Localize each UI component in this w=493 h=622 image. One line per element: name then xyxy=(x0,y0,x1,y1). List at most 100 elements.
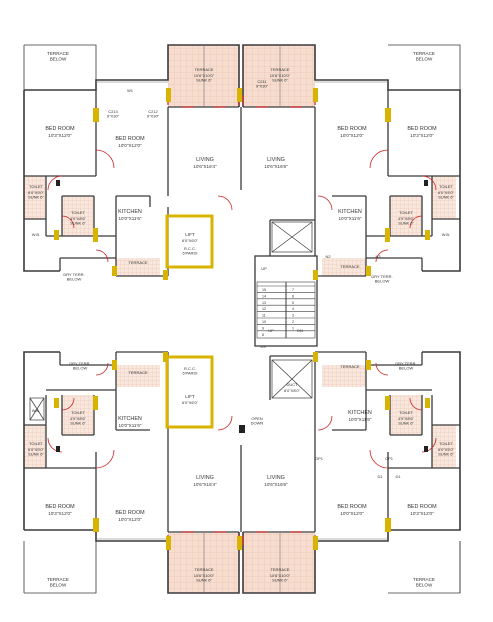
label-wb-tr: W.B. xyxy=(442,232,450,237)
label-dry-terr-bl: DRY TERR.BELOW xyxy=(69,361,90,371)
dry-terr-tile-bl xyxy=(116,365,160,387)
stair-number: 9 xyxy=(262,326,264,330)
label-terrace-dry-tr: TERRACE xyxy=(340,264,359,269)
stair-number: 10 xyxy=(262,320,266,324)
toilet-tile-tl-b xyxy=(62,196,94,236)
toilet-tile-tr-a xyxy=(432,176,456,219)
label-w1: W1 xyxy=(127,88,134,93)
label-bed-size-br-a: 10'0"X12'0" xyxy=(340,511,364,516)
label-lift-bottom: LIFT xyxy=(185,394,195,399)
label-toilet-tl-b: TOILET xyxy=(71,210,85,215)
label-bed-room-tl-a: BED ROOM xyxy=(45,126,75,132)
label-kitchen-size-tl: 10'0"X11'6" xyxy=(118,216,141,221)
label-toilet-size-bl-a: 6'0"X5'0"SUNK 6" xyxy=(28,447,45,457)
label-bed-room-tl-b: BED ROOM xyxy=(115,136,145,142)
stair-number: 15 xyxy=(262,288,266,292)
label-bed-size-tl-b: 10'0"X12'0" xyxy=(118,143,142,148)
staircase xyxy=(256,281,316,339)
label-dry-terr-tl: DRY TERR.BELOW xyxy=(63,272,84,282)
label-stair-dn: DN xyxy=(297,328,303,333)
label-terrace-dry-tl: TERRACE xyxy=(128,260,147,265)
label-kitchen-size-br: 10'0"X11'6" xyxy=(348,417,371,422)
toilet-tile-tr-b xyxy=(390,196,422,236)
label-bed-size-bl-a: 10'3"X12'0" xyxy=(48,511,72,516)
label-dry-terr-tr: DRY TERR.BELOW xyxy=(371,274,392,284)
label-kitchen-tl: KITCHEN xyxy=(118,209,142,215)
stair-number: 6 xyxy=(292,294,294,298)
label-op1-b: OP1 xyxy=(385,456,394,461)
label-toilet-bl-b: TOILET xyxy=(71,410,85,415)
exterior-walls xyxy=(23,44,461,594)
label-terrace-bottom-left-size: 10'6"X10'0"SUNK 6" xyxy=(194,573,215,583)
label-terrace-top-left-size: 10'6"X10'0"SUNK 6" xyxy=(194,73,215,83)
label-kitchen-tr: KITCHEN xyxy=(338,209,362,215)
label-toilet-size-tl-a: 6'0"X5'0"SUNK 6" xyxy=(28,190,45,200)
label-rcc-top: R.C.C.6'PARDI xyxy=(183,246,198,256)
label-n3: N3 xyxy=(375,254,381,259)
thin-partitions xyxy=(96,45,388,593)
label-kitchen-size-bl: 10'0"X11'6" xyxy=(118,423,141,428)
dry-terr-tile-tl xyxy=(116,258,160,276)
label-d1-b: D1 xyxy=(395,474,401,479)
label-living-size-bl: 10'6"X16'4" xyxy=(193,482,217,487)
label-toilet-size-br-a: 6'0"X5'0"SUNK 6" xyxy=(438,447,455,457)
label-wb-bl: W.B. xyxy=(32,408,40,413)
dry-terr-tile-tr xyxy=(322,258,366,276)
terrace-tile-bottom-left xyxy=(168,533,239,593)
stair-number: 13 xyxy=(262,301,266,305)
label-toilet-br-a: TOILET xyxy=(439,441,453,446)
label-dry-terr-br: DRY TERR.BELOW xyxy=(395,361,416,371)
label-toilet-br-b: TOILET xyxy=(399,410,413,415)
terrace-tile-top-right xyxy=(243,45,315,107)
label-living-size-tl: 10'6"X16'4" xyxy=(193,164,217,169)
label-kitchen-br: KITCHEN xyxy=(348,410,372,416)
stair-number: 11 xyxy=(262,314,266,318)
label-living-br: LIVING xyxy=(267,475,285,481)
label-toilet-bl-a: TOILET xyxy=(29,441,43,446)
label-kitchen-size-tr: 10'0"X11'6" xyxy=(338,216,361,221)
label-terrace-bottom-right: TERRACE xyxy=(270,567,289,572)
label-toilet-size-tr-a: 6'0"X5'0"SUNK 6" xyxy=(438,190,455,200)
stair-number: 8 xyxy=(262,333,264,337)
label-toilet-size-br-b: 4'9"X8'6"SUNK 6" xyxy=(398,416,415,426)
label-living-tl: LIVING xyxy=(196,157,214,163)
label-terrace-top-right-size: 10'6"X10'0"SUNK 6" xyxy=(270,73,291,83)
dry-terr-tile-br xyxy=(322,365,366,387)
duct-boxes xyxy=(29,221,313,421)
label-lift-size-top: 6'0"X6'0" xyxy=(182,238,199,243)
stair-number: 4 xyxy=(292,307,294,311)
label-stair-up-bottom: UP xyxy=(268,328,274,333)
label-lift-size-bottom: 6'0"X6'0" xyxy=(182,400,199,405)
label-n2: N2 xyxy=(325,254,331,259)
label-living-size-tr: 10'6"X16'6" xyxy=(264,164,288,169)
label-terrace-dry-bl: TERRACE xyxy=(128,370,147,375)
label-terrace-bottom-right-size: 10'6"X10'0"SUNK 6" xyxy=(270,573,291,583)
label-op1-a: OP1 xyxy=(315,456,324,461)
label-bed-room-bl-b: BED ROOM xyxy=(115,510,145,516)
label-living-tr: LIVING xyxy=(267,157,285,163)
label-wb-tl: W.B. xyxy=(32,232,40,237)
stair-number: 3 xyxy=(292,314,294,318)
label-toilet-size-tr-b: 4'9"X8'6"SUNK 6" xyxy=(398,216,415,226)
label-duct: DUCT xyxy=(286,382,298,387)
label-bed-size-bl-b: 10'0"X12'0" xyxy=(118,517,142,522)
label-bed-room-tr-b: BED ROOM xyxy=(407,126,437,132)
label-terrace-top-left: TERRACE xyxy=(194,67,213,72)
label-d1-a: D1 xyxy=(377,474,383,479)
toilet-tile-bl-a xyxy=(24,425,46,468)
label-terrace-top-right: TERRACE xyxy=(270,67,289,72)
label-bed-size-tl-a: 10'3"X12'0" xyxy=(48,133,72,138)
column-markers xyxy=(54,88,430,550)
label-living-bl: LIVING xyxy=(196,475,214,481)
label-duct-size: 6'0"X8'0" xyxy=(284,388,301,393)
